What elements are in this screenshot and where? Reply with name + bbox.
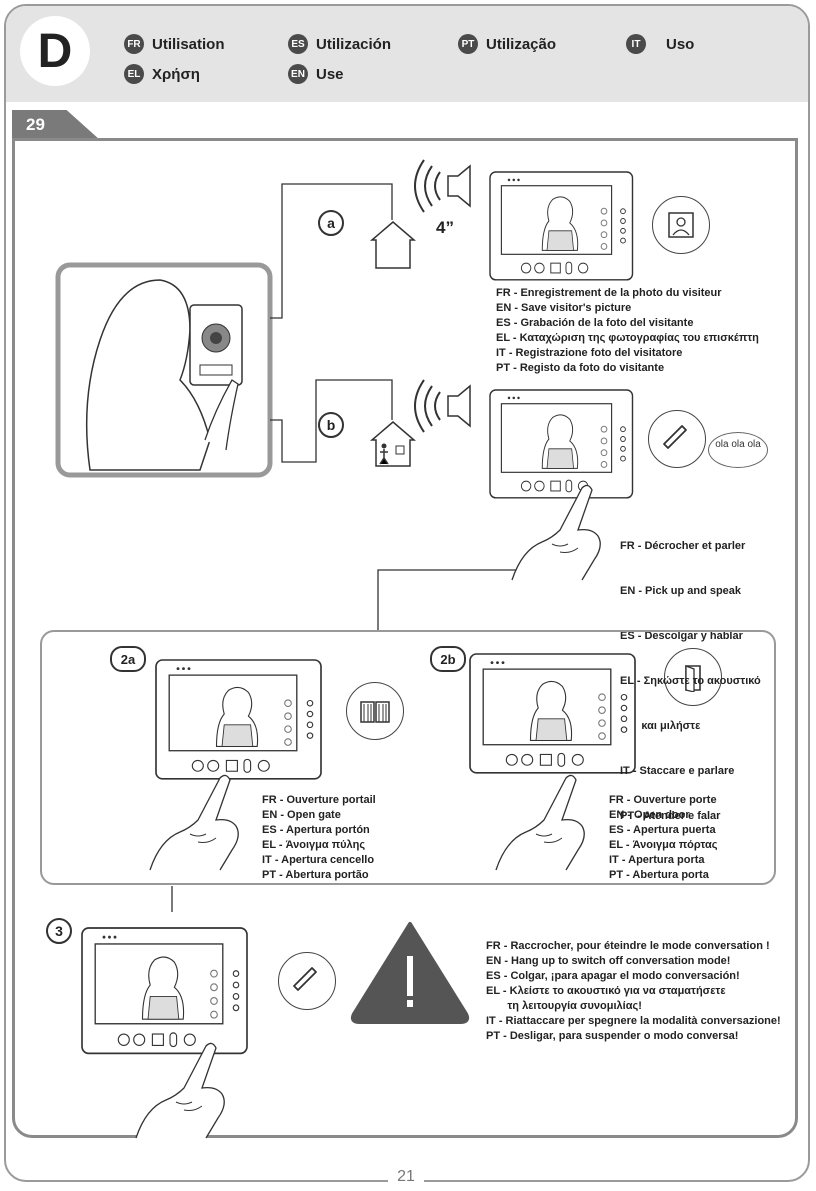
text-b-pt: PT - Atender e falar (620, 810, 721, 822)
page-header: D FR Utilisation ES Utilización PT Utili… (6, 6, 808, 102)
hang-up-icon (278, 952, 336, 1010)
text-2a-el: EL - Άνοιγμα πύλης (262, 839, 366, 851)
text-2a-pt: PT - Abertura portão (262, 869, 369, 881)
lang-label-pt: Utilização (486, 35, 557, 53)
lang-label-el: Χρήση (152, 65, 200, 83)
label-3: 3 (46, 918, 72, 944)
lang-label-es: Utilización (316, 35, 392, 53)
text-2b-it: IT - Apertura porta (609, 854, 705, 866)
text-open-gate: FR - Ouverture portail EN - Open gate ES… (262, 793, 376, 883)
lang-badge-en: EN (288, 64, 308, 84)
text-a-pt: PT - Registo da foto do visitante (496, 362, 665, 374)
text-3-el-cont: τη λειτουργία συνομιλίας! (486, 1000, 642, 1012)
text-2a-it: IT - Apertura cencello (262, 854, 375, 866)
lang-badge-pt: PT (458, 34, 478, 54)
lang-badge-it: IT (626, 34, 646, 54)
text-3-es: ES - Colgar, ¡para apagar el modo conver… (486, 970, 740, 982)
page-number: 21 (388, 1168, 424, 1190)
lang-label-it: Uso (666, 35, 695, 53)
text-3-fr: FR - Raccrocher, pour éteindre le mode c… (486, 940, 770, 952)
text-2a-es: ES - Apertura portón (262, 824, 370, 836)
text-save-picture: FR - Enregistrement de la photo du visit… (496, 286, 759, 376)
section-letter: D (20, 16, 90, 86)
text-a-fr: FR - Enregistrement de la photo du visit… (496, 287, 722, 299)
picture-icon (652, 196, 710, 254)
gate-icon (346, 682, 404, 740)
label-b: b (318, 412, 344, 438)
label-2b: 2b (430, 646, 466, 672)
label-2a: 2a (110, 646, 146, 672)
lang-es: ES Utilización (288, 34, 391, 54)
text-b-fr: FR - Décrocher et parler (620, 540, 746, 552)
lang-pt: PT Utilização (458, 34, 556, 54)
lang-label-en: Use (316, 65, 344, 83)
panel-open-gate-door (40, 630, 776, 885)
text-2b-fr: FR - Ouverture porte (609, 794, 717, 806)
text-hang-up: FR - Raccrocher, pour éteindre le mode c… (486, 939, 781, 1044)
text-b-el: EL - Σηκώστε το ακουστικό (620, 675, 761, 687)
text-pick-up: FR - Décrocher et parler EN - Pick up an… (620, 509, 761, 839)
lang-en: EN Use (288, 64, 344, 84)
text-3-el: EL - Κλείστε το ακουστικό για να σταματή… (486, 985, 726, 997)
screen-size-label: 4” (436, 218, 454, 237)
text-a-en: EN - Save visitor's picture (496, 302, 632, 314)
handset-icon (648, 410, 706, 468)
text-3-pt: PT - Desligar, para suspender o modo con… (486, 1030, 739, 1042)
text-2a-en: EN - Open gate (262, 809, 341, 821)
speech-bubble: ola ola ola (708, 432, 768, 468)
text-a-el: EL - Καταχώριση της φωτογραφίας του επισ… (496, 332, 759, 344)
text-2b-en: EN - Open door (609, 809, 690, 821)
lang-label-fr: Utilisation (152, 35, 225, 53)
door-icon (664, 648, 722, 706)
text-a-es: ES - Grabación de la foto del visitante (496, 317, 694, 329)
text-open-door: FR - Ouverture porte EN - Open door ES -… (609, 793, 717, 883)
text-3-it: IT - Riattaccare per spegnere la modalit… (486, 1015, 781, 1027)
label-a: a (318, 210, 344, 236)
lang-badge-es: ES (288, 34, 308, 54)
text-b-en: EN - Pick up and speak (620, 585, 742, 597)
lang-badge-fr: FR (124, 34, 144, 54)
text-2b-el: EL - Άνοιγμα πόρτας (609, 839, 718, 851)
text-b-it: IT - Staccare e parlare (620, 765, 735, 777)
text-2b-pt: PT - Abertura porta (609, 869, 709, 881)
text-b-es: ES - Descolgar y hablar (620, 630, 743, 642)
text-3-en: EN - Hang up to switch off conversation … (486, 955, 731, 967)
content-box (12, 138, 798, 1138)
text-2b-es: ES - Apertura puerta (609, 824, 716, 836)
lang-fr: FR Utilisation (124, 34, 225, 54)
text-b-el-cont: και μιλήστε (620, 720, 701, 732)
lang-badge-el: EL (124, 64, 144, 84)
lang-it: IT Uso (626, 34, 694, 54)
text-a-it: IT - Registrazione foto del visitatore (496, 347, 683, 359)
lang-el: EL Χρήση (124, 64, 200, 84)
text-2a-fr: FR - Ouverture portail (262, 794, 376, 806)
